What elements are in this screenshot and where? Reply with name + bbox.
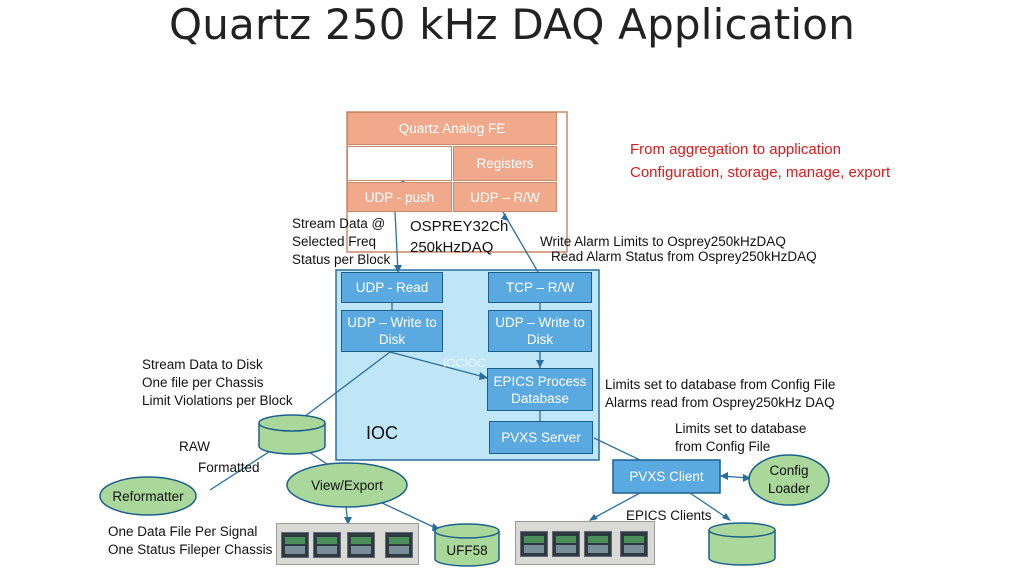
epics-clients-label: EPICS Clients <box>626 508 712 523</box>
data-file-label: One Data File Per Signal One Status File… <box>108 524 273 557</box>
page-title: Quartz 250 kHz DAQ Application <box>168 0 856 49</box>
epics-clients-cylinder <box>708 522 776 566</box>
monitor-screen <box>584 531 612 557</box>
udp-rw-to-tcp <box>502 211 539 273</box>
monitor-photo-right <box>515 521 655 565</box>
udp-read-block: UDP - Read <box>341 272 443 303</box>
formatted-label: Formatted <box>198 460 260 475</box>
view-export-label: View/Export <box>311 477 383 493</box>
goal-note: From aggregation to application Configur… <box>630 141 891 181</box>
monitor-screen <box>520 531 548 557</box>
tcp-rw-block: TCP – R/W <box>488 272 592 303</box>
fe-empty-cell <box>347 146 452 181</box>
monitor-screen <box>620 531 648 557</box>
monitor-screen <box>281 532 309 558</box>
client-to-shots <box>589 492 641 521</box>
client-to-db2 <box>689 492 731 521</box>
ioc-label: IOC <box>366 423 399 443</box>
monitor-photo-left <box>276 523 419 565</box>
disk-to-reformatter <box>209 447 276 491</box>
osprey-device-label: OSPREY32Ch 250kHzDAQ <box>410 218 509 256</box>
registers-block: Registers <box>453 146 557 181</box>
quartz-analog-fe-header: Quartz Analog FE <box>347 112 557 145</box>
monitor-screen <box>313 532 341 558</box>
udp-push-block: UDP - push <box>347 182 452 212</box>
monitor-screen <box>552 531 580 557</box>
udp-push-to-read <box>394 211 399 273</box>
alarm-write-label: Write Alarm Limits to Osprey250kHzDAQ <box>540 234 786 249</box>
limits-config-label: Limits set to database from Config File … <box>605 377 836 410</box>
raw-disk-cylinder <box>258 414 326 455</box>
view-export-oval <box>286 462 408 508</box>
stream-data-label: Stream Data @ Selected Freq Status per B… <box>292 216 391 267</box>
write1-to-epics <box>389 351 489 379</box>
ioc-faint-label: IOCIOC <box>443 356 486 370</box>
raw-label: RAW <box>179 439 210 454</box>
udp-rw-block: UDP – R/W <box>453 182 557 212</box>
pvxs-client-label: PVXS Client <box>629 469 704 484</box>
uff58-label: UFF58 <box>446 542 488 558</box>
uff58-cylinder <box>434 523 500 567</box>
reformatter-label: Reformatter <box>112 488 184 504</box>
stream-to-disk-label: Stream Data to Disk One file per Chassis… <box>142 357 293 408</box>
reformatter-oval <box>99 476 197 516</box>
pvxs-server-to-client <box>593 437 641 461</box>
alarm-read-label: Read Alarm Status from Osprey250kHzDAQ <box>551 249 817 264</box>
pvxs-server-block: PVXS Server <box>489 421 593 454</box>
view-to-uff58 <box>379 501 441 531</box>
monitor-screen <box>347 532 375 558</box>
write1-to-disk <box>299 351 391 421</box>
pvxs-client-box <box>612 459 721 494</box>
config-loader-oval <box>748 454 830 506</box>
limits-database-label: Limits set to database from Config File <box>675 421 807 454</box>
monitor-screen <box>385 532 413 558</box>
